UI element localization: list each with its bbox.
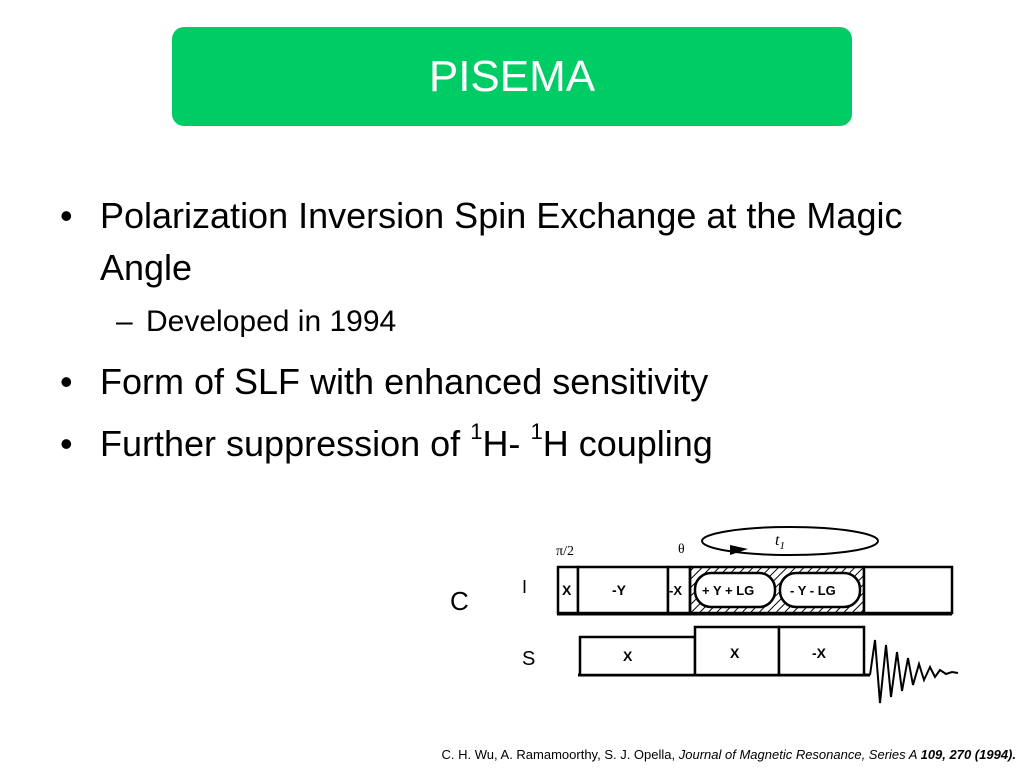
bullet-text: Polarization Inversion Spin Exchange at … [100,195,903,288]
citation-ref: 109, 270 (1994). [920,747,1016,762]
i-block-label: -Y [612,582,627,598]
s-block-minus-x [777,625,866,677]
slide-title: PISEMA [428,51,596,101]
superscript-2: 1 [530,419,543,444]
i-block-tail [862,565,954,615]
pi2-label: π/2 [556,544,574,559]
row-i-label: I [522,577,527,597]
bullet-dot-icon: • [60,423,73,464]
arrowhead-icon [730,545,748,555]
i-block-label: -X [669,583,682,598]
s-block-x2 [693,625,781,677]
bullet-text-pre: Further suppression of [100,423,471,464]
t1-label: t1 [775,532,785,552]
superscript-1: 1 [470,419,483,444]
fid-signal [869,639,959,704]
s-block-label: X [623,648,633,664]
bullet-dot-icon: • [60,361,73,402]
bullet-text-post: H coupling [542,423,713,464]
citation-authors: C. H. Wu, A. Ramamoorthy, S. J. Opella, [441,747,679,762]
dash-icon: – [116,305,133,338]
bullet-text-mid: H- [482,423,531,464]
title-banner: PISEMA [172,27,852,126]
sub-bullet-text: Developed in 1994 [146,305,397,338]
i-block-label: + Y + LG [702,583,754,598]
i-block-label: - Y - LG [790,583,836,598]
i-block-label: X [562,582,572,598]
bullet-list: • Polarization Inversion Spin Exchange a… [58,190,958,480]
bullet-item: • Form of SLF with enhanced sensitivity [58,356,958,408]
bullet-item: • Polarization Inversion Spin Exchange a… [58,190,958,294]
bullet-text: Form of SLF with enhanced sensitivity [100,361,709,402]
s-block-x1 [578,635,697,677]
citation: C. H. Wu, A. Ramamoorthy, S. J. Opella, … [442,747,1016,762]
i-block-plus-lg [693,571,777,609]
t1-loop-arrow [701,526,879,556]
sub-bullet-item: – Developed in 1994 [58,302,958,342]
pulse-sequence-diagram: C I S π/2 θ t1 X -Y -X + Y + LG - Y - LG… [450,526,959,704]
bullet-dot-icon: • [60,195,73,236]
citation-journal: Journal of Magnetic Resonance, Series A [678,747,921,762]
panel-label: C [450,586,469,616]
s-block-label: X [730,645,740,661]
bullet-item: • Further suppression of 1H- 1H coupling [58,418,958,470]
row-s-label: S [522,648,535,670]
theta-label: θ [678,542,685,557]
s-block-label: -X [812,645,827,661]
i-block-minus-lg [778,571,862,609]
